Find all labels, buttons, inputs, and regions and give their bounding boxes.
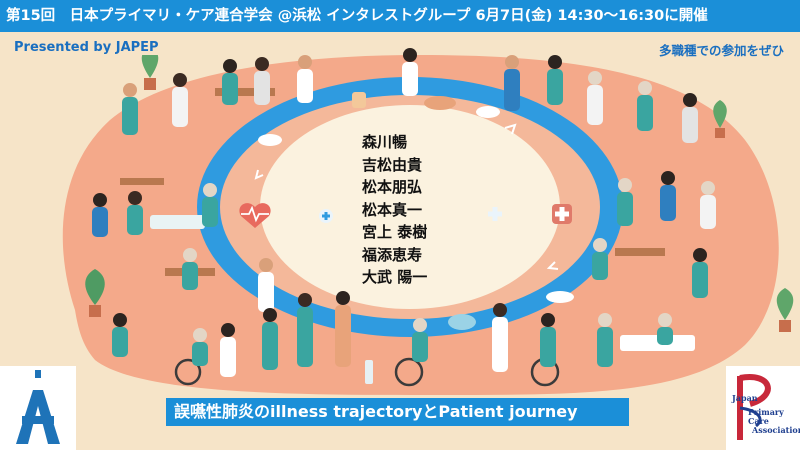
plant-icon <box>776 288 794 332</box>
invite-text: 多職種での参加をぜひ <box>654 40 788 59</box>
jpca-logo-line1: Japan <box>732 393 758 403</box>
bowl-icon <box>424 96 456 110</box>
illustration <box>62 46 794 395</box>
speaker-list: 森川暢 吉松由貴 松本朋弘 松本真一 宮上 泰樹 福添恵寿 大武 陽一 <box>362 131 427 289</box>
arrow-icon <box>546 261 559 270</box>
jpca-logo-mark <box>737 374 771 440</box>
center-ellipse <box>260 105 560 309</box>
people <box>92 48 716 377</box>
speaker-name: 宮上 泰樹 <box>362 223 428 241</box>
speaker-name: 吉松由貴 <box>362 155 423 174</box>
heart-monitor-icon <box>239 203 271 228</box>
header-bar: 第15回 日本プライマリ・ケア連合学会 @浜松 インタレストグループ 6月7日(… <box>0 0 800 32</box>
plate-icon <box>258 134 282 146</box>
speaker-name: 松本真一 <box>362 200 423 219</box>
wheelchair <box>174 357 560 387</box>
jpca-logo-line3: Association <box>752 425 800 435</box>
bowl-icon <box>476 106 500 118</box>
medical-cross-icon <box>552 204 572 224</box>
speaker-name: 松本朋弘 <box>362 178 423 196</box>
japep-logo <box>0 366 76 450</box>
speaker-name: 福添恵寿 <box>362 245 423 264</box>
table <box>120 178 164 185</box>
bed <box>150 215 205 229</box>
speaker-name: 森川暢 <box>362 133 408 151</box>
plant-icon <box>713 100 727 138</box>
speaker-name: 大武 陽一 <box>362 268 428 286</box>
bowl-icon <box>448 314 476 330</box>
plant-icon <box>85 269 105 317</box>
japep-logo-mark <box>16 370 60 444</box>
plus-icon-left <box>319 209 333 223</box>
arrow-icon <box>504 123 517 135</box>
jpca-logo-line2: Primary Care <box>748 407 784 426</box>
plus-icon-right <box>488 207 502 221</box>
header-text: 第15回 日本プライマリ・ケア連合学会 @浜松 インタレストグループ 6月7日(… <box>6 8 708 24</box>
jar-icon <box>352 92 366 108</box>
table <box>215 88 275 96</box>
bottle-icon <box>365 360 373 384</box>
plate-icon <box>546 291 574 303</box>
jpca-logo: Japan Primary Care Association <box>726 366 800 450</box>
presenter-label: Presented by JAPEP <box>10 40 163 55</box>
arrow-icon <box>254 169 264 180</box>
session-title: 誤嚥性肺炎のillness trajectoryとPatient journey <box>166 398 629 426</box>
table <box>615 248 665 256</box>
bed <box>620 335 695 351</box>
